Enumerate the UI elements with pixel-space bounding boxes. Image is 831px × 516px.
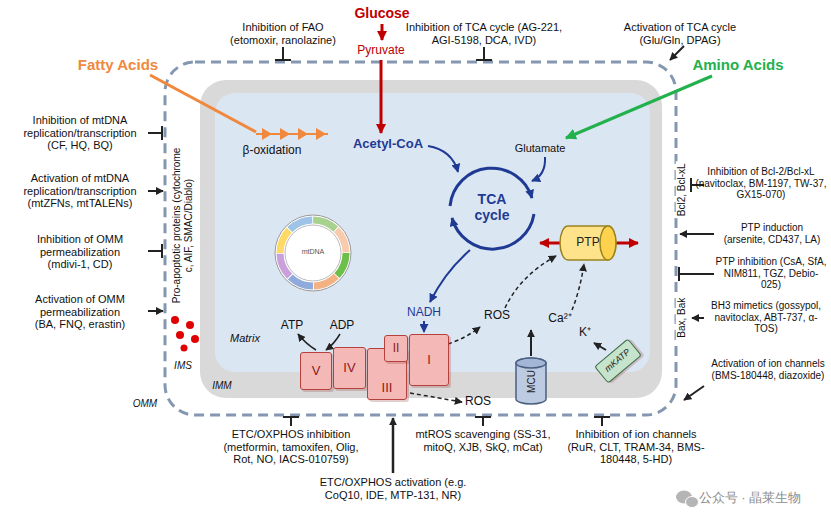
ros-label: ROS bbox=[463, 395, 494, 409]
substrate-label: Glucose bbox=[352, 5, 412, 21]
compartment-label: Matrix bbox=[228, 332, 262, 345]
metabolite-label: Acetyl-CoA bbox=[351, 137, 426, 152]
metabolite-label: NADH bbox=[405, 306, 444, 320]
amino-acid-arrow bbox=[566, 76, 712, 138]
intervention-label: Activation of TCA cycle (Glu/Gln, DPAG) bbox=[621, 21, 739, 46]
intervention-label: mtROS scavenging (SS-31, mitoQ, XJB, SkQ… bbox=[401, 428, 565, 453]
matrix bbox=[215, 93, 650, 372]
metabolite-label: Pyruvate bbox=[355, 44, 407, 58]
intervention-label: Activation of ion channels (BMS-180448, … bbox=[709, 358, 827, 381]
pyruvate-arrow bbox=[380, 60, 383, 133]
intervention-label: ETC/OXPHOS activation (e.g. CoQ10, IDE, … bbox=[310, 476, 476, 501]
intervention-label: Inhibition of mtDNA replication/transcri… bbox=[14, 114, 146, 152]
ros-calcium-arrows bbox=[298, 256, 606, 402]
intervention-label: ETC/OXPHOS inhibition (metformin, tamoxi… bbox=[214, 428, 368, 466]
intervention-label: Inhibition of ion channels (RuR, CLT, TR… bbox=[567, 428, 706, 466]
protein-label: Bax, Bak bbox=[675, 296, 687, 341]
intervention-label: Inhibition of OMM permeabilization (mdiv… bbox=[28, 233, 132, 271]
compartment-label: OMM bbox=[131, 398, 160, 410]
node-text: III bbox=[382, 381, 393, 395]
intervention-label: BH3 mimetics (gossypol, navitoclax, ABT-… bbox=[705, 300, 827, 335]
released-proteins-dots bbox=[171, 316, 199, 352]
fatty-acid-pathway bbox=[150, 75, 328, 140]
substrate-label: Fatty Acids bbox=[76, 56, 161, 73]
node-text: PTP bbox=[576, 236, 599, 249]
complex-box: I bbox=[409, 334, 449, 386]
ros-label: ROS bbox=[482, 309, 513, 323]
intervention-label: PTP induction (arsenite, CD437, LA) bbox=[722, 222, 823, 245]
pore-cylinder: PTP bbox=[560, 226, 616, 260]
intervention-label: Inhibition of TCA cycle (AG-221, AGI-519… bbox=[406, 21, 563, 46]
intervention-label: Inhibition of FAO (etomoxir, ranolazine) bbox=[228, 21, 338, 46]
intervention-label: Inhibition of Bcl-2/Bcl-xL (navitoclax, … bbox=[695, 166, 827, 201]
node-text: II bbox=[393, 342, 400, 355]
tca-cycle-arrows bbox=[424, 146, 545, 332]
ion-label: Ca²⁺ bbox=[546, 312, 574, 326]
glucose-arrow bbox=[381, 24, 384, 40]
intervention-label: PTP inhibition (CsA, SfA, NIM811, TGZ, D… bbox=[715, 256, 827, 291]
protein-label: Bcl2, Bcl-xL bbox=[675, 162, 687, 219]
pathway-label: β-oxidation bbox=[241, 144, 304, 158]
complex-box: V bbox=[300, 352, 332, 390]
intervention-label: Activation of OMM permeabilization (BA, … bbox=[28, 293, 132, 331]
mtdna-circle bbox=[275, 215, 351, 291]
node-text: I bbox=[427, 353, 431, 367]
ion-label: K⁺ bbox=[577, 326, 594, 340]
metabolite-label: ADP bbox=[328, 319, 357, 333]
watermark-icon bbox=[676, 491, 699, 508]
cycle-label: TCA cycle bbox=[470, 191, 514, 223]
protein-label: Pro-apoptotic proteins (cytochrome c, AI… bbox=[171, 147, 194, 303]
complex-box: IV bbox=[333, 347, 366, 389]
intervention-label: Activation of mtDNA replication/transcri… bbox=[14, 172, 146, 210]
node-text: MCU bbox=[526, 370, 537, 393]
outer-membrane bbox=[165, 62, 676, 415]
node-text: V bbox=[312, 364, 321, 378]
metabolite-label: Glutamate bbox=[513, 142, 568, 155]
compartment-label: IMS bbox=[172, 360, 194, 372]
channel-cylinder: MCU bbox=[516, 358, 546, 404]
substrate-label: Amino Acids bbox=[690, 56, 786, 73]
mtdna-label: mtDNA bbox=[300, 248, 327, 256]
watermark: 公众号 · 晶莱生物 bbox=[697, 491, 804, 506]
compartment-label: IMM bbox=[210, 380, 234, 392]
inhibition-activation-marks bbox=[148, 46, 714, 473]
metabolite-label: ATP bbox=[279, 319, 306, 333]
complex-box: II bbox=[384, 335, 408, 362]
node-text: IV bbox=[343, 361, 355, 375]
